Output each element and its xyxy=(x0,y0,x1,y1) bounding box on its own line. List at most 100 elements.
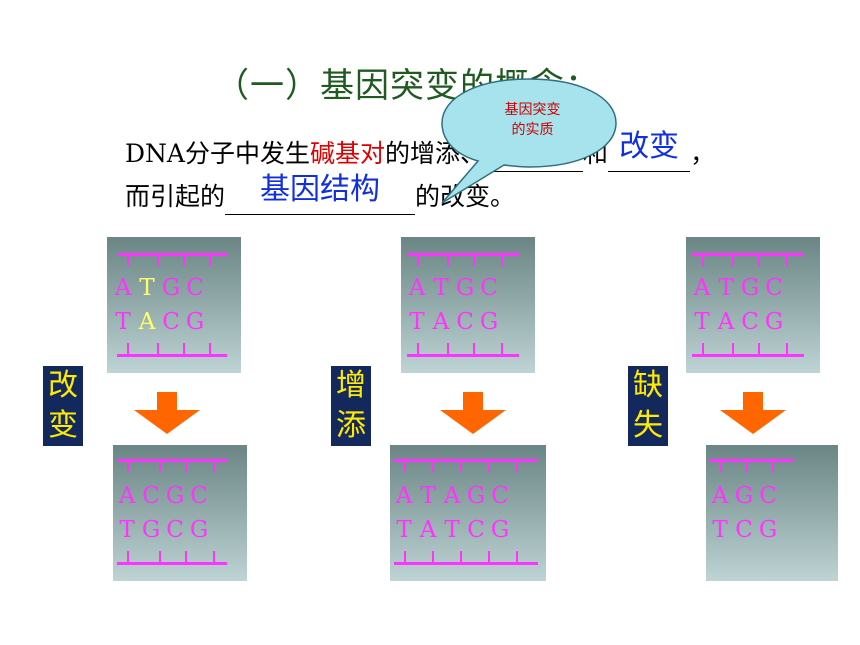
speech-bubble xyxy=(441,78,617,204)
base: G xyxy=(185,309,207,335)
base: A xyxy=(432,309,452,335)
base: C xyxy=(142,483,162,509)
base: G xyxy=(734,483,756,509)
label-char: 增 xyxy=(336,368,366,403)
base: A xyxy=(443,483,463,509)
text-prefix: DNA分子中发生 xyxy=(125,139,310,168)
base: T xyxy=(396,517,414,543)
rail-tick xyxy=(758,255,760,266)
strand-rail-top xyxy=(407,253,519,256)
base: C xyxy=(735,517,755,543)
rail-tick xyxy=(473,343,475,354)
rail-tick xyxy=(127,461,129,472)
rail-tick xyxy=(185,551,187,562)
label-char: 缺 xyxy=(633,368,663,403)
base: A xyxy=(114,275,134,301)
rail-tick xyxy=(157,343,159,354)
rail-tick xyxy=(159,551,161,562)
rail-tick xyxy=(460,461,462,472)
base: A xyxy=(118,483,138,509)
base: C xyxy=(456,309,476,335)
base: T xyxy=(409,309,427,335)
base: T xyxy=(119,517,137,543)
rail-tick xyxy=(417,343,419,354)
strand-rail-top xyxy=(692,253,804,256)
rail-tick xyxy=(516,461,518,472)
text-comma: ， xyxy=(690,139,716,168)
label-addition: 增 添 xyxy=(331,366,371,446)
rail-tick xyxy=(183,255,185,266)
answer-change: 改变 xyxy=(619,129,680,164)
rail-tick xyxy=(157,255,159,266)
base: G xyxy=(764,309,786,335)
strand-rail-top xyxy=(117,459,227,462)
rail-tick xyxy=(159,461,161,472)
rail-tick xyxy=(501,343,503,354)
blank-change: 改变 xyxy=(608,127,691,172)
rail-tick xyxy=(447,343,449,354)
rail-tick xyxy=(720,461,722,472)
strand-rail-bottom xyxy=(117,354,227,357)
rail-tick xyxy=(404,461,406,472)
base: A xyxy=(395,483,415,509)
base: T xyxy=(115,309,133,335)
rail-tick xyxy=(213,461,215,472)
rail-tick xyxy=(404,551,406,562)
rail-tick xyxy=(488,551,490,562)
label-char: 变 xyxy=(48,408,78,443)
base: T xyxy=(712,517,730,543)
base: G xyxy=(740,275,762,301)
base: C xyxy=(765,275,785,301)
base: T xyxy=(444,517,462,543)
base: C xyxy=(186,275,206,301)
strand-rail-top xyxy=(710,459,794,462)
rail-tick xyxy=(702,343,704,354)
label-char: 失 xyxy=(633,408,663,443)
base: A xyxy=(693,275,713,301)
blank-gene-structure: 基因结构 xyxy=(225,170,416,215)
strand-rail-bottom xyxy=(117,562,227,565)
strand-rail-top xyxy=(117,253,227,256)
rail-tick xyxy=(209,343,211,354)
mutated-base: A xyxy=(138,309,158,335)
rail-tick xyxy=(417,255,419,266)
down-arrow-icon xyxy=(134,392,200,434)
rail-tick xyxy=(127,255,129,266)
label-char: 添 xyxy=(336,408,366,443)
bubble-line-1: 基因突变 xyxy=(504,102,561,118)
rail-tick xyxy=(432,551,434,562)
rail-tick xyxy=(488,461,490,472)
base: G xyxy=(490,517,512,543)
base: T xyxy=(433,275,451,301)
base: C xyxy=(166,517,186,543)
base: A xyxy=(419,517,439,543)
base: G xyxy=(161,275,183,301)
rail-tick xyxy=(732,255,734,266)
rail-tick xyxy=(127,343,129,354)
base: C xyxy=(759,483,779,509)
rail-tick xyxy=(432,461,434,472)
rail-tick xyxy=(786,343,788,354)
rail-tick xyxy=(447,255,449,266)
rail-tick xyxy=(501,255,503,266)
base: G xyxy=(466,483,488,509)
text-mid: 的 xyxy=(385,139,411,168)
down-arrow-icon xyxy=(720,392,786,434)
rail-tick xyxy=(185,461,187,472)
answer-gene-structure: 基因结构 xyxy=(260,172,381,207)
base: G xyxy=(455,275,477,301)
rail-tick xyxy=(786,255,788,266)
